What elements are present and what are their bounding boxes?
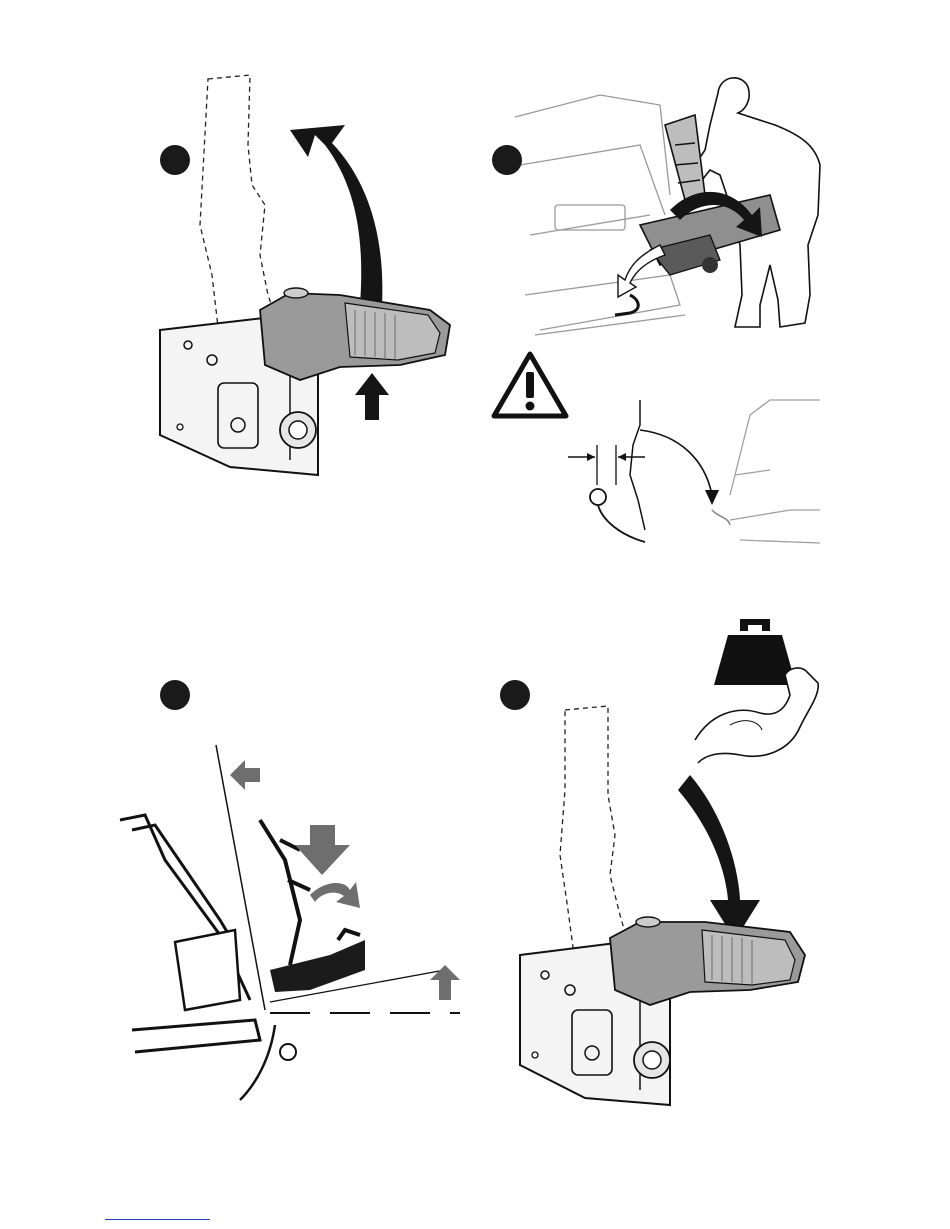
step-1-panel: [140, 65, 470, 495]
step-2-panel: [480, 65, 840, 355]
step-3-panel: [110, 680, 470, 1110]
hitch-handle-unlock-icon: [140, 65, 470, 495]
towball-clearance-icon: [490, 345, 830, 550]
warning-detail: [490, 345, 830, 550]
step-3-marker: [160, 680, 190, 710]
step-4-panel: [490, 610, 830, 1120]
tilt-rack-onto-towball-icon: [480, 65, 840, 355]
rack-alignment-icon: [110, 680, 470, 1110]
step-2-marker: [492, 145, 522, 175]
step-4-marker: [500, 680, 530, 710]
step-1-marker: [160, 145, 190, 175]
flexed-arm-icon: [690, 655, 830, 765]
page-rule: [105, 1219, 210, 1220]
